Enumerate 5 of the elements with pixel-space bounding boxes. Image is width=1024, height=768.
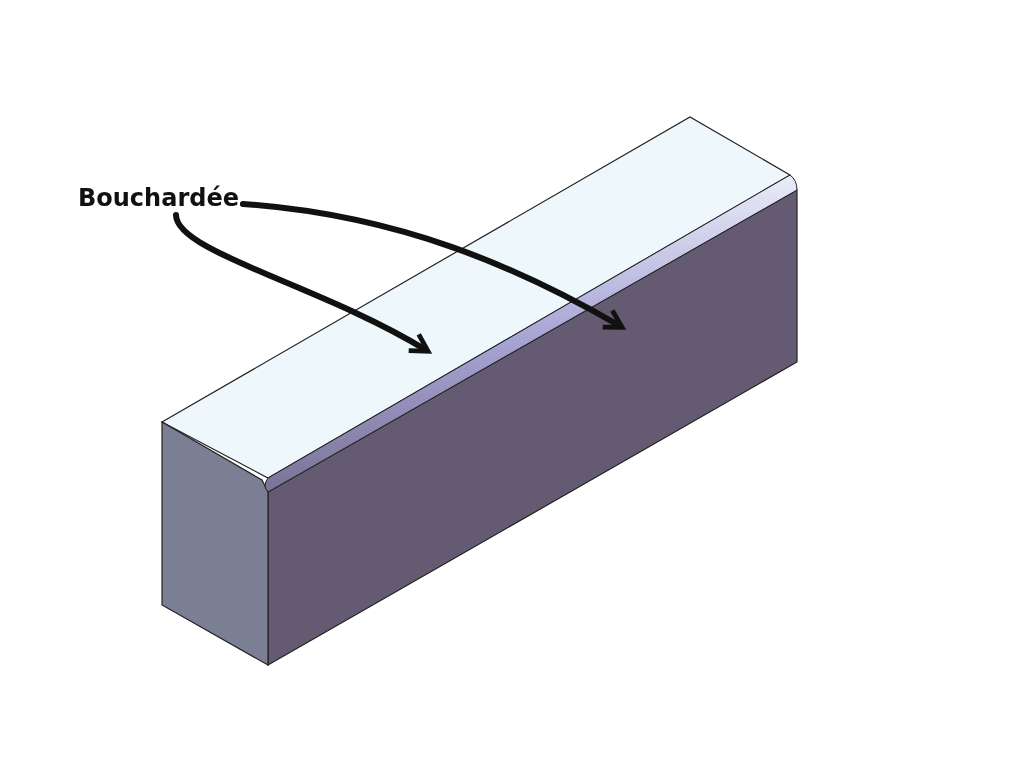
callout-label: Bouchardée bbox=[78, 183, 239, 213]
end-face bbox=[161, 420, 269, 667]
front-face bbox=[267, 188, 798, 667]
leader-arrow bbox=[239, 201, 625, 330]
leader-arrow bbox=[173, 212, 431, 354]
